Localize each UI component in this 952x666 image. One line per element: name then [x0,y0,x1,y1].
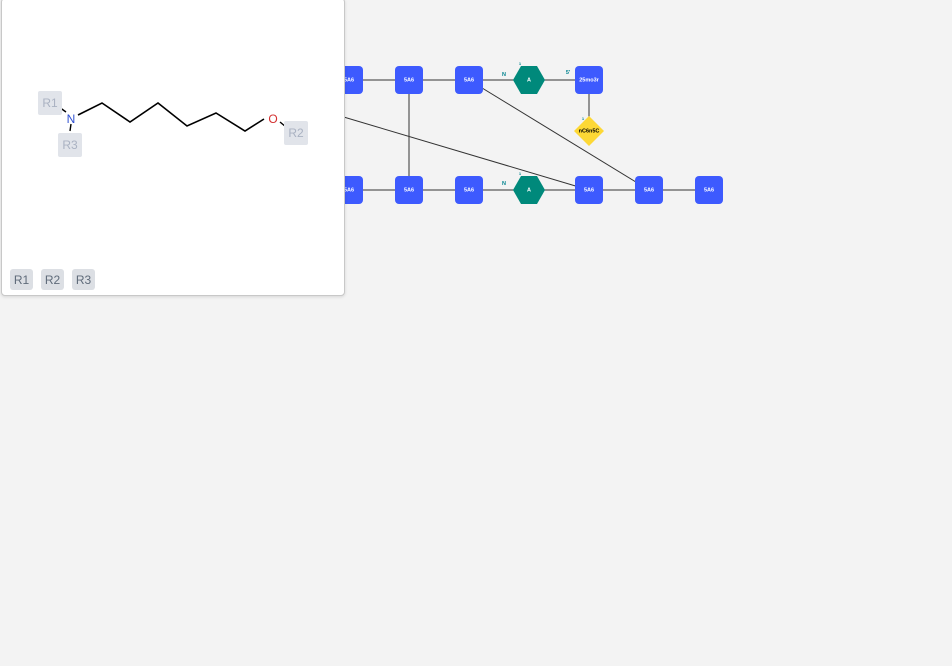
conn-label-top-five-prime: 5' [566,70,571,76]
conn-label-top-n: N [502,72,506,78]
rgroup-button-r3[interactable]: R3 [72,269,95,290]
square-shape[interactable] [695,176,723,204]
square-node[interactable]: 5A6 [575,176,603,204]
conn-label-diamond-corner: 1 [582,116,585,121]
rgroup-button-r2[interactable]: R2 [41,269,64,290]
node-label: 5A6 [704,188,714,194]
diamond-shape[interactable] [574,116,604,146]
oxygen-atom: O [268,112,277,126]
square-shape[interactable] [395,66,423,94]
square-shape[interactable] [575,66,603,94]
n-r3-bond [69,123,72,132]
node-label: 5A6 [344,78,354,84]
molecule-structure: N O R1 R3 R2 [38,91,308,157]
square-node[interactable]: 5A6 [395,66,423,94]
square-shape[interactable] [455,176,483,204]
conn-label-bottom-n: N [502,181,506,187]
diagram-edges [299,79,709,191]
hexagon-node[interactable]: A [513,66,545,94]
attachment-r1-label: R1 [42,96,58,110]
square-node[interactable]: 5A6 [695,176,723,204]
hexagon-node[interactable]: A [513,176,545,204]
attachment-r3: R3 [58,133,82,157]
square-shape[interactable] [455,66,483,94]
link-offscreen-b5 [299,103,590,191]
square-node[interactable]: 25mo3r [575,66,603,94]
nitrogen-atom: N [67,112,76,126]
attachment-r3-label: R3 [62,138,78,152]
square-shape[interactable] [635,176,663,204]
node-label: 25mo3r [579,78,599,84]
conn-label-top-hex-corner: 1 [519,61,522,66]
carbon-chain-bond [77,102,265,132]
node-label: 5A6 [584,188,594,194]
node-label: nC6n5C [579,129,600,135]
rgroup-button-r1[interactable]: R1 [10,269,33,290]
square-shape[interactable] [575,176,603,204]
link-t3-b6 [468,79,650,191]
rgroup-button-bar: R1 R2 R3 [10,269,95,290]
square-node[interactable]: 5A6 [635,176,663,204]
hexagon-shape[interactable] [513,176,545,204]
conn-label-bottom-hex-corner: 1 [519,171,522,176]
square-node[interactable]: 5A6 [395,176,423,204]
attachment-r1: R1 [38,91,62,115]
node-label: 5A6 [644,188,654,194]
node-label: 5A6 [464,78,474,84]
square-node[interactable]: 5A6 [455,66,483,94]
attachment-r2: R2 [284,121,308,145]
node-label: 5A6 [404,78,414,84]
attachment-r2-label: R2 [288,126,304,140]
connection-labels: N 5' 1 1 N 1 [502,61,585,187]
monomer-structure-popup[interactable]: N O R1 R3 R2 R1 R2 R3 [1,0,345,296]
hexagon-shape[interactable] [513,66,545,94]
node-label: 5A6 [404,188,414,194]
node-label: A [527,188,531,194]
square-shape[interactable] [395,176,423,204]
diamond-node[interactable]: nC6n5C [574,116,604,146]
node-label: 5A6 [464,188,474,194]
node-label: A [527,78,531,84]
square-node[interactable]: 5A6 [455,176,483,204]
node-label: 5A6 [344,188,354,194]
